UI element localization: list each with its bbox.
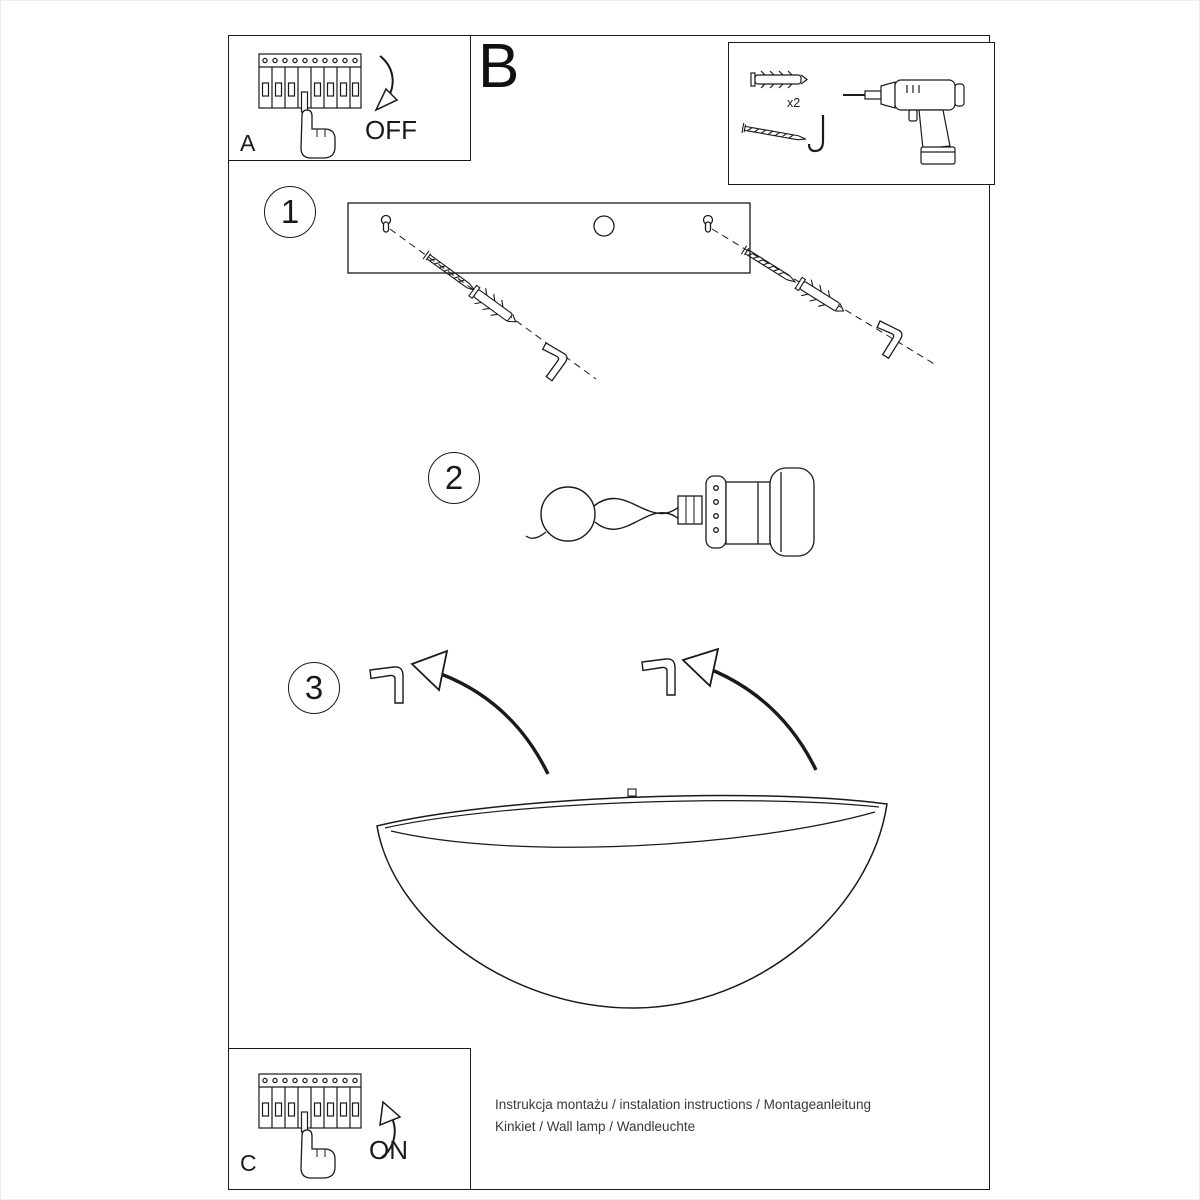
- step-1-badge: 1: [264, 186, 316, 238]
- switched-off-toggle: [300, 91, 309, 113]
- arrow-up-icon: [379, 1100, 402, 1159]
- box-c-label: C: [240, 1150, 257, 1176]
- shade-inner-cavity-line: [390, 811, 876, 848]
- hook-icon: [807, 115, 825, 153]
- step-3-badge: 3: [288, 662, 340, 714]
- required-tools-box: x2: [728, 42, 995, 185]
- wall-plug-right-icon: [794, 276, 845, 312]
- guide-line-left: [389, 228, 597, 380]
- footer-text: Instrukcja montażu / instalation instruc…: [495, 1094, 925, 1137]
- step-2-number: 2: [444, 459, 464, 496]
- drill-icon: [843, 79, 965, 165]
- power-on-illustration: C ON: [240, 1073, 408, 1179]
- wall-plug-left-icon: [468, 284, 517, 323]
- wall-plug-icon: [750, 70, 808, 89]
- hook-right-icon: [876, 320, 903, 360]
- hook-left-icon: [541, 342, 568, 382]
- on-label: ON: [369, 1135, 408, 1165]
- step-1-number: 1: [280, 193, 300, 230]
- lamp-shade-illustration: [376, 788, 888, 1009]
- lamp-socket: [677, 467, 815, 557]
- wires: [593, 497, 681, 530]
- step-3-number: 3: [304, 669, 324, 706]
- socket-body: [725, 481, 771, 545]
- step-2-badge: 2: [428, 452, 480, 504]
- step-1-illustration: [347, 202, 937, 382]
- shade-mount-notch: [627, 788, 637, 797]
- breaker-panel-icon: [258, 53, 362, 113]
- step-3-hooks-illustration: [369, 648, 818, 775]
- tools-illustration: x2: [741, 70, 965, 165]
- breaker-panel-icon: [258, 1073, 362, 1133]
- hook-2-icon: [641, 658, 676, 696]
- arrow-down-icon: [374, 55, 399, 112]
- switched-toggle: [300, 1111, 309, 1133]
- arrow-1-icon: [410, 649, 550, 775]
- terminal-block: [677, 495, 703, 525]
- power-on-box: C ON: [228, 1048, 471, 1190]
- footer-line-2: Kinkiet / Wall lamp / Wandleuchte: [495, 1118, 696, 1134]
- shade-rim-line: [384, 800, 880, 829]
- dowel-count-label: x2: [787, 96, 800, 110]
- power-off-illustration: A OFF: [240, 53, 417, 159]
- arrow-2-icon: [681, 648, 818, 771]
- socket-cup: [769, 467, 815, 557]
- off-label: OFF: [365, 115, 417, 145]
- shade-outline: [376, 794, 888, 1009]
- screw-right-icon: [740, 245, 797, 283]
- footer-line-1: Instrukcja montażu / instalation instruc…: [495, 1097, 871, 1112]
- center-hole: [593, 215, 615, 237]
- variant-letter: B: [478, 32, 520, 101]
- power-off-box: A OFF: [228, 35, 471, 161]
- hand-icon: [300, 109, 336, 159]
- box-a-label: A: [240, 130, 256, 156]
- hook-1-icon: [369, 666, 404, 704]
- step-2-illustration: [525, 467, 815, 557]
- hand-icon: [300, 1129, 336, 1179]
- mounting-plate: [347, 202, 751, 274]
- screw-icon: [741, 122, 807, 141]
- bulb-globe: [540, 486, 596, 542]
- cable-stub: [525, 531, 547, 539]
